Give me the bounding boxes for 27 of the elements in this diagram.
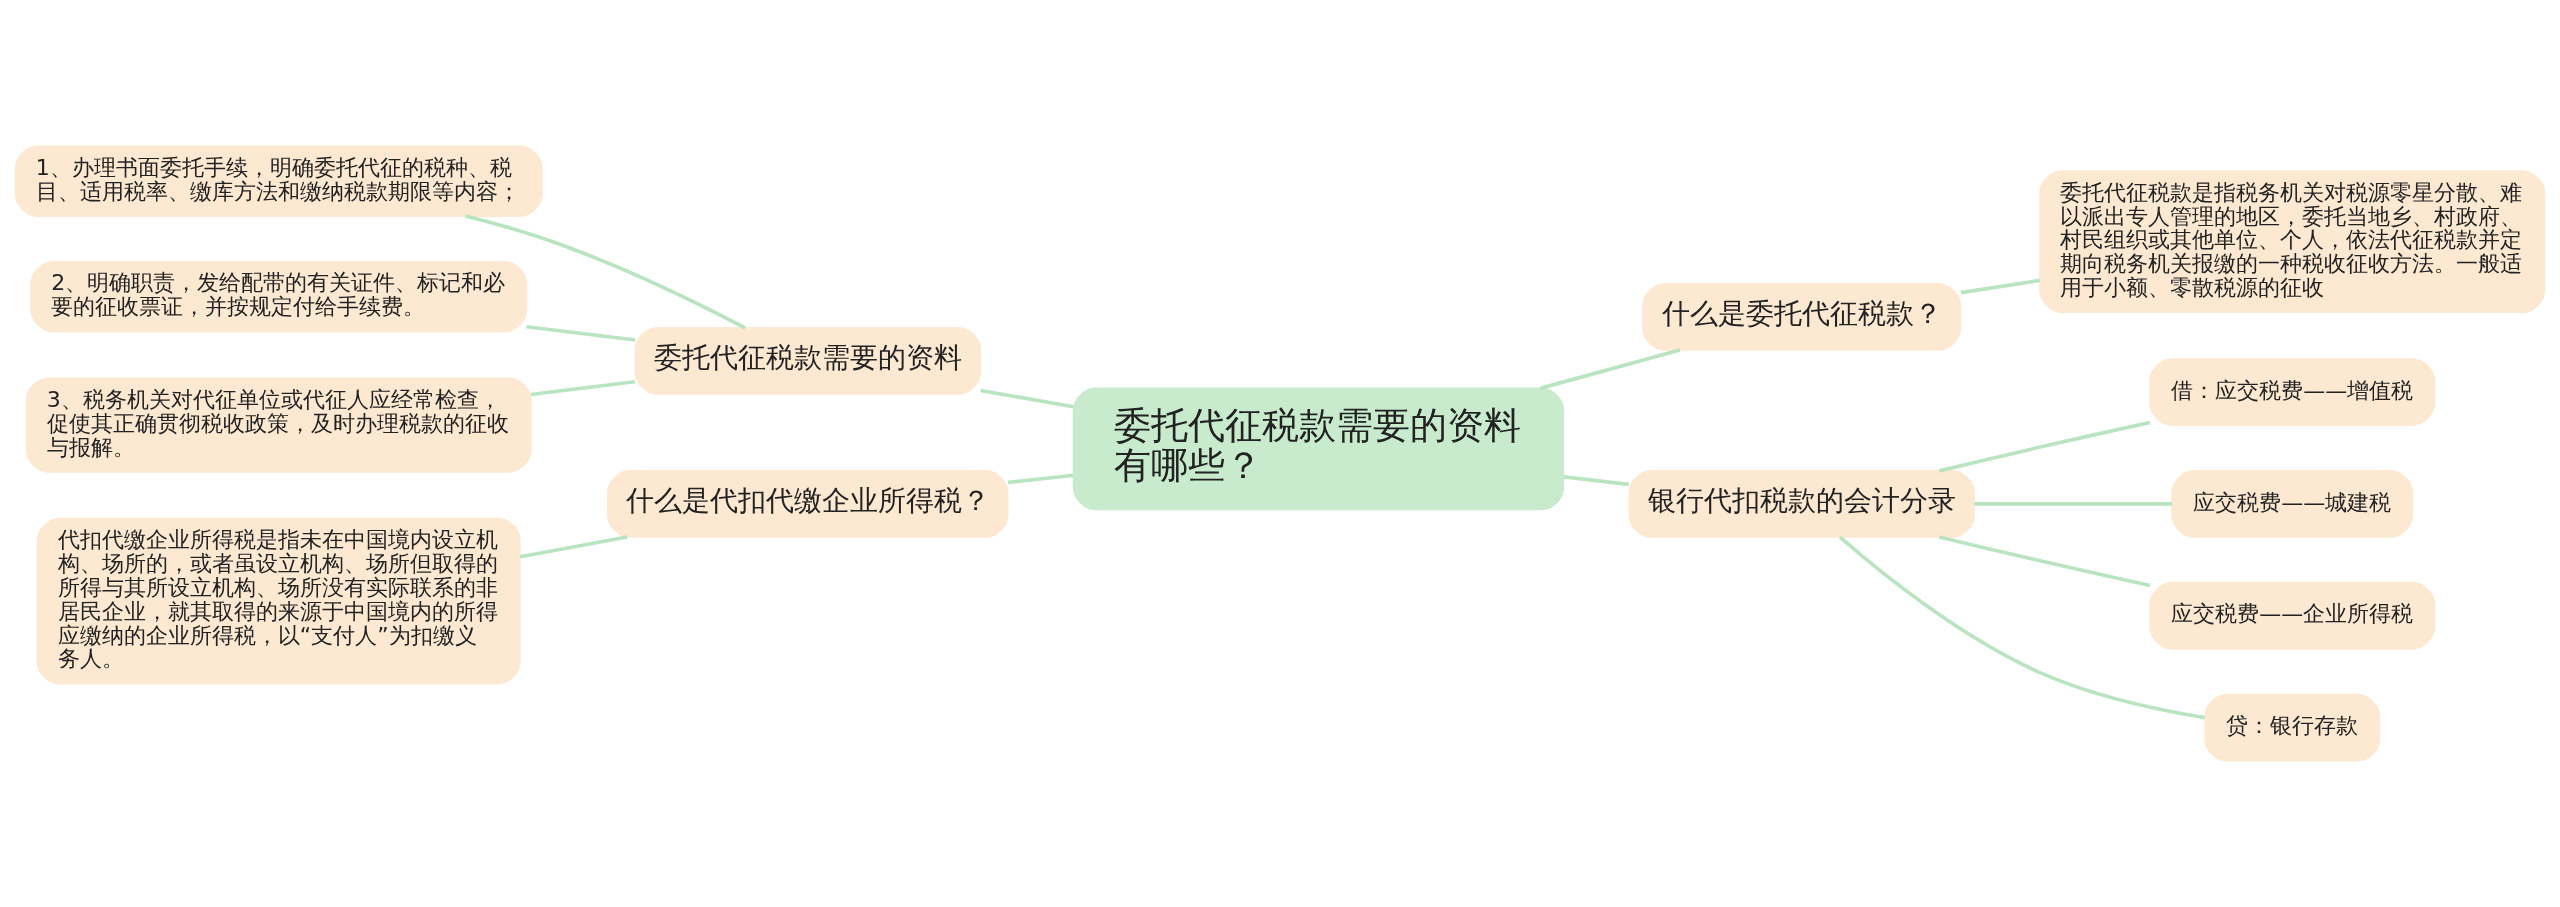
connector: [980, 388, 1074, 409]
connector: [1838, 535, 2206, 720]
node-box: 3、税务机关对代征单位或代征人应经常检查，促使其正确贯彻税收政策，及时办理税款的征收与报解。: [25, 377, 532, 473]
node-box: 1、办理书面委托手续，明确委托代征的税种、税目、适用税率、缴库方法和缴纳税款期限等内容；: [14, 145, 543, 217]
connector: [526, 324, 636, 342]
node-box: 什么是委托代征税款？: [1642, 282, 1962, 351]
connector: [1938, 420, 2151, 473]
connector: [465, 214, 746, 330]
node-box: 银行代扣税款的会计分录: [1628, 470, 1975, 538]
node-box: 应交税费——企业所得税: [2149, 581, 2436, 650]
node-box: 什么是代扣代缴企业所得税？: [607, 470, 1009, 538]
node-box: 委托代征税款需要的资料有哪些？: [1072, 387, 1565, 511]
connector: [1938, 535, 2151, 588]
node-box: 应交税费——城建税: [2171, 470, 2414, 538]
node-box: 贷：银行存款: [2204, 693, 2381, 762]
node-box: 2、明确职责，发给配带的有关证件、标记和必要的征收票证，并按规定付给手续费。: [30, 260, 528, 333]
node-box: 借：应交税费——增值税: [2149, 358, 2436, 426]
connector: [1974, 502, 2172, 506]
connector: [1563, 475, 1630, 487]
node-box: 委托代征税款需要的资料: [634, 326, 982, 395]
connector: [1540, 348, 1681, 391]
connector: [1960, 278, 2041, 295]
node-box: 委托代征税款是指税务机关对税源零星分散、难以派出专人管理的地区，委托当地乡、村政府、村民组织或其他单位、个人，依法代征税款并定期向税务机关报缴的一种税收征收方法。一般适用于小额、零散税源的征收: [2039, 170, 2546, 314]
node-box: 代扣代缴企业所得税是指未在中国境内设立机构、场所的，或者虽设立机构、场所但取得的所得与其所设立机构、场所没有实际联系的非居民企业，就其取得的来源于中国境内的所得应缴纳的企业所得税，以“支付人”为扣缴义务人。: [36, 517, 521, 685]
connector: [1007, 473, 1074, 485]
connector: [530, 379, 635, 397]
connector: [519, 535, 628, 559]
